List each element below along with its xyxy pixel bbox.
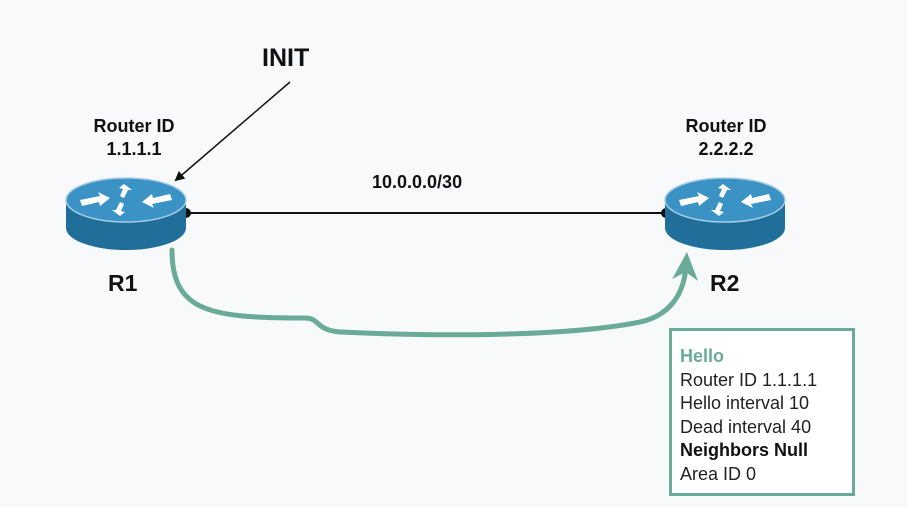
hello-interval: Hello interval 10 <box>680 393 810 413</box>
r1-router-id-value: 1.1.1.1 <box>106 139 162 159</box>
router-icon[interactable] <box>664 177 786 250</box>
r2-router-id-value: 2.2.2.2 <box>698 139 754 159</box>
r2-name-label: R2 <box>710 270 740 296</box>
hello-router-id: Router ID 1.1.1.1 <box>680 369 818 390</box>
r1-name-label: R1 <box>108 270 138 296</box>
link-subnet-label: 10.0.0.0/30 <box>372 172 463 192</box>
hello-packet-title: Hello <box>680 346 725 366</box>
hello-packet-box: Hello Router ID 1.1.1.1 Hello interval 1… <box>669 328 855 496</box>
router-icon[interactable] <box>65 177 187 250</box>
flow-arrow-icon <box>169 247 699 338</box>
r1-router-id-title: Router ID <box>93 116 175 136</box>
pointer-arrow-icon <box>174 81 291 182</box>
r2-router-id-title: Router ID <box>685 116 767 136</box>
hello-neighbors: Neighbors Null <box>680 440 809 460</box>
hello-area-id: Area ID 0 <box>680 463 757 484</box>
init-state-label: INIT <box>262 44 310 72</box>
dead-interval: Dead interval 40 <box>680 416 812 437</box>
